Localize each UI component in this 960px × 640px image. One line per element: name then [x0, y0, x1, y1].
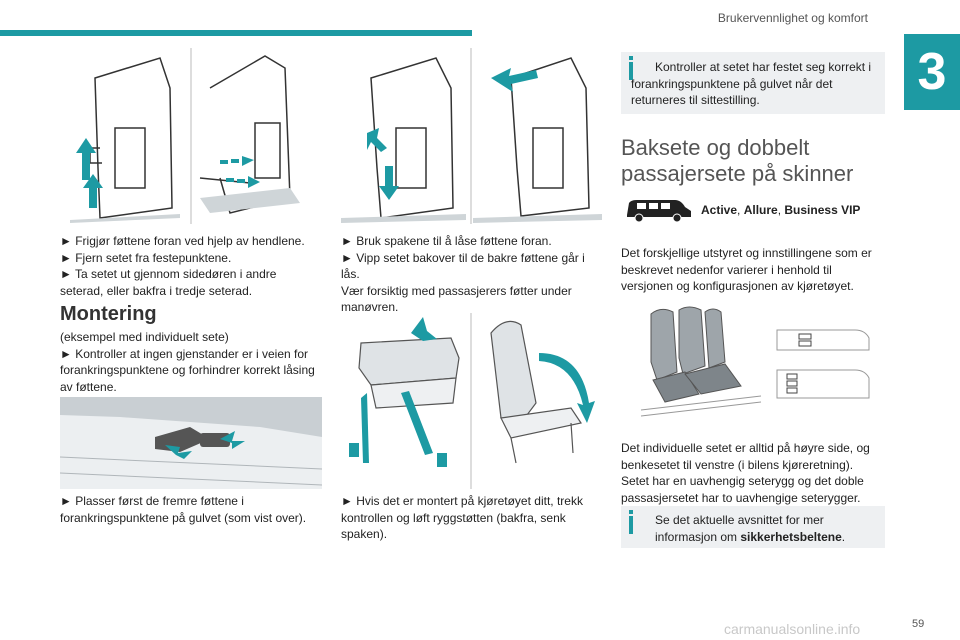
step-take-out: ► Ta setet ut gjennom sidedøren i andre …: [60, 267, 277, 298]
info-icon-dot: [629, 56, 633, 60]
note-seatbelts-post: .: [841, 529, 846, 544]
rail-seats-illustration: [621, 302, 883, 424]
seat-removal-illustration: [60, 48, 322, 224]
step-release-feet: ► Frigjør føttene foran ved hjelp av hen…: [60, 234, 305, 248]
version-sep: ,: [777, 203, 785, 217]
intro-paragraph: Det forskjellige utstyret og innstilling…: [621, 246, 872, 293]
note-seatbelts-text: Se det aktuelle avsnittet for mer inform…: [655, 512, 877, 545]
section-title: Brukervennlighet og komfort: [717, 11, 868, 25]
version-active: Active: [701, 203, 738, 217]
seatbelts-link: sikkerhetsbeltene: [740, 529, 842, 544]
note-anchor-text: Kontroller at setet har festet seg korre…: [631, 60, 872, 107]
seat-side-paragraph: Det individuelle setet er alltid på høyr…: [621, 441, 870, 505]
step-place-front-feet: ► Plasser først de fremre føttene i fora…: [60, 494, 307, 525]
step-remove-seat: ► Fjern setet fra festepunktene.: [60, 250, 232, 265]
step-tilt-seat: ► Vipp setet bakover til de bakre føtten…: [341, 250, 585, 282]
backrest-illustration: [341, 313, 602, 489]
version-sep: ,: [737, 203, 744, 217]
info-note-seatbelts: Se det aktuelle avsnittet for mer inform…: [621, 506, 885, 548]
version-allure: Allure: [743, 203, 778, 217]
chapter-number: 3: [904, 34, 960, 110]
watermark: carmanualsonline.info: [724, 621, 861, 637]
heading-rear-seat: Baksete og dobbelt passajersete på skinn…: [621, 135, 854, 186]
info-icon-dot: [629, 510, 633, 514]
info-icon: [629, 516, 633, 534]
info-icon: [629, 62, 633, 80]
caution-text: Vær forsiktig med passasjerers føtter un…: [341, 283, 572, 315]
step-lift-backrest: ► Hvis det er montert på kjøretøyet ditt…: [341, 494, 583, 541]
versions-row: Active, Allure, Business VIP: [623, 197, 860, 223]
anchor-points-illustration: [60, 397, 322, 489]
version-labels: Active, Allure, Business VIP: [701, 203, 860, 217]
seat-locking-illustration: [341, 48, 602, 224]
locking-steps: ► Bruk spakene til å låse føttene foran.…: [341, 233, 602, 316]
page-number: 59: [912, 618, 925, 630]
heading-montering: Montering: [60, 303, 157, 325]
montering-intro: (eksempel med individuelt sete): [60, 330, 229, 344]
note-seatbelts-pre: Se det aktuelle avsnittet for mer inform…: [655, 513, 824, 544]
version-business-vip: Business VIP: [784, 203, 861, 217]
info-note-anchor: Kontroller at setet har festet seg korre…: [621, 52, 885, 114]
step-check-anchors: ► Kontroller at ingen gjenstander er i v…: [60, 346, 315, 394]
van-icon: [627, 200, 691, 223]
step-lock-front-feet: ► Bruk spakene til å låse føttene foran.: [341, 234, 552, 248]
header-accent-bar: [0, 30, 472, 36]
removal-steps: ► Frigjør føttene foran ved hjelp av hen…: [60, 233, 322, 299]
montering-text: (eksempel med individuelt sete) ► Kontro…: [60, 329, 322, 395]
